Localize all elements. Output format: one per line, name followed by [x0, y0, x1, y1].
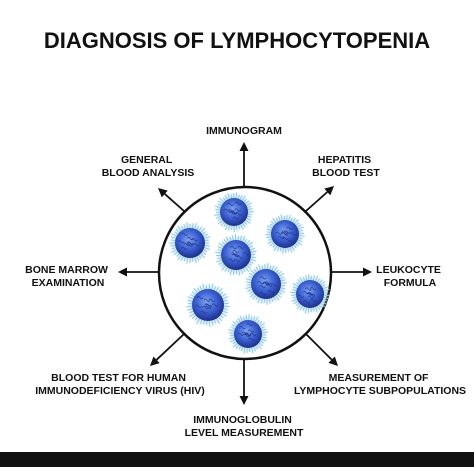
arrow-group — [118, 142, 372, 405]
label-bone-marrow-examination: BONE MARROW EXAMINATION — [25, 264, 111, 289]
diagram-title: DIAGNOSIS OF LYMPHOCYTOPENIA — [44, 28, 430, 53]
lymphocyte-cell — [214, 192, 255, 233]
lymphocyte-cell — [215, 233, 257, 276]
arrow-general-blood — [158, 188, 185, 212]
lymphocyte-cell — [228, 314, 268, 354]
label-general-blood-analysis: GENERAL BLOOD ANALYSIS — [102, 154, 195, 179]
lymphocyte-cell — [245, 263, 287, 305]
lymphocyte-cells — [169, 192, 330, 354]
label-lymphocyte-subpopulations: MEASUREMENT OF LYMPHOCYTE SUBPOPULATIONS — [294, 372, 466, 397]
lymphocyte-cell — [186, 283, 230, 327]
footer-bar — [0, 452, 474, 467]
lymphocyte-cell — [169, 222, 211, 264]
arrow-leukocyte — [332, 267, 372, 277]
arrow-immunogram — [239, 142, 249, 186]
label-immunogram: IMMUNOGRAM — [206, 125, 282, 137]
central-circle — [157, 185, 333, 361]
label-blood-test-hiv: BLOOD TEST FOR HUMAN IMMUNODEFICIENCY VI… — [35, 372, 205, 397]
lymphocyte-cell — [264, 214, 305, 254]
label-immunoglobulin-level: IMMUNOGLOBULIN LEVEL MEASUREMENT — [185, 414, 304, 439]
arrow-subpopulations — [305, 333, 338, 366]
label-leukocyte-formula: LEUKOCYTE FORMULA — [376, 264, 444, 289]
lymphocyte-cell — [290, 274, 330, 314]
label-hepatitis-blood-test: HEPATITIS BLOOD TEST — [312, 154, 380, 179]
arrow-bone-marrow — [118, 267, 158, 277]
arrow-immunoglobulin — [239, 360, 249, 405]
arrow-blood-test-hiv — [150, 333, 185, 366]
arrow-hepatitis — [305, 186, 334, 212]
